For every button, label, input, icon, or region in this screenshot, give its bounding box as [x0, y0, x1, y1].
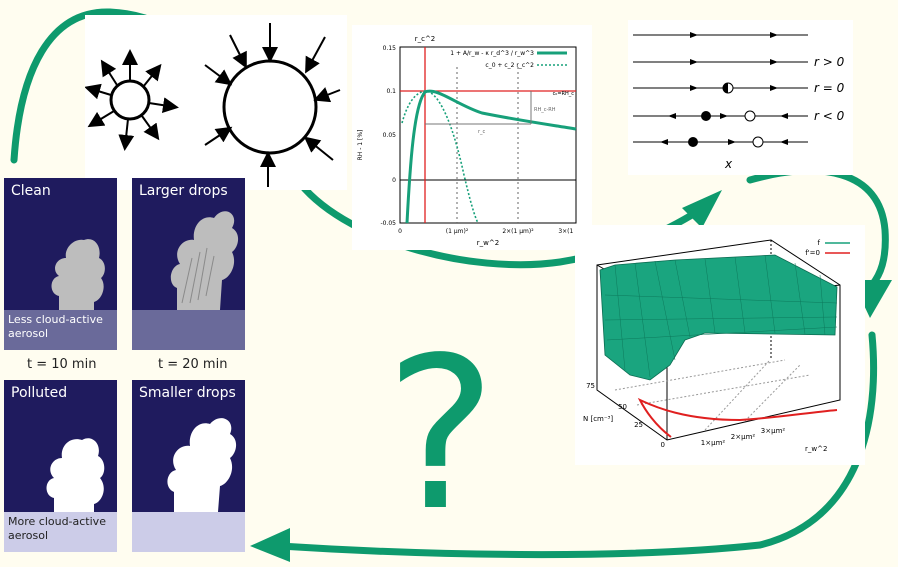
x-tick: 3×μm² — [761, 427, 786, 435]
x-tick: (1 μm)² — [446, 228, 469, 235]
legend-1: 1 + A/r_w - κ r_d^3 / r_w^3 — [450, 50, 534, 57]
cloud-panel-larger: Larger drops — [132, 178, 245, 350]
cloud-label-polluted: Polluted — [11, 385, 68, 401]
kohler-svg: 0.15 0.1 0.05 0 -0.05 0 (1 μm)² 2×(1 μm)… — [357, 35, 590, 247]
label-rc: r_c — [478, 129, 486, 135]
axis-label-x: x — [724, 157, 733, 171]
x-tick: 1×μm² — [701, 439, 726, 447]
stable-point — [688, 137, 698, 147]
y-tick: 0 — [392, 177, 396, 184]
condensation-arrows — [204, 23, 341, 187]
half-point — [722, 82, 734, 94]
cloud-label-clean: Clean — [11, 183, 51, 199]
surface-panel: f f'=0 75 50 25 0 1×μm² 2×μm² 3×μm² N [c… — [575, 225, 865, 465]
cloud-panel-clean: Clean Less cloud-active aerosol — [4, 178, 117, 350]
kohler-curve — [405, 89, 577, 224]
x-tick: 0 — [398, 228, 402, 235]
ground-smaller — [132, 512, 245, 552]
cloud-panel-polluted: Polluted More cloud-active aerosol — [4, 380, 117, 552]
label-r-pos: r > 0 — [814, 55, 845, 69]
y-axis-label: RH - 1 [%] — [357, 130, 364, 161]
n-tick: 0 — [661, 441, 665, 449]
y-tick: 0.1 — [386, 88, 396, 95]
y-tick: 0.05 — [383, 132, 397, 139]
phase-svg: r > 0 r = 0 r < 0 x — [633, 32, 845, 171]
n-tick: 50 — [618, 403, 627, 411]
surface-svg: f f'=0 75 50 25 0 1×μm² 2×μm² 3×μm² N [c… — [583, 239, 850, 453]
droplets-svg — [84, 23, 341, 187]
kohler-panel: 0.15 0.1 0.05 0 -0.05 0 (1 μm)² 2×(1 μm)… — [352, 25, 592, 250]
label-r-zero: r = 0 — [814, 81, 845, 95]
ground-label-polluted: More cloud-active aerosol — [4, 512, 117, 552]
large-droplet — [222, 59, 318, 155]
label-c0: c₀=RH_c — [553, 91, 575, 97]
cloud-label-larger: Larger drops — [139, 183, 228, 199]
x-tick: 2×μm² — [731, 433, 756, 441]
question-mark: ? — [385, 312, 497, 557]
rain-cloud-icon — [170, 211, 239, 310]
cloud-panel-smaller: Smaller drops — [132, 380, 245, 552]
evaporation-arrows — [84, 49, 179, 151]
droplet-panel — [84, 15, 347, 190]
stable-point — [701, 111, 711, 121]
legend-f: f — [818, 239, 821, 247]
zero-curve — [637, 397, 838, 438]
ground-larger — [132, 310, 245, 350]
x-axis-label: r_w^2 — [477, 239, 499, 247]
arrowhead-kohler — [682, 190, 722, 228]
polluted-cloud-icon — [46, 438, 105, 512]
label-r-neg: r < 0 — [814, 109, 845, 123]
legend-2: c_0 + c_2 r_c^2 — [485, 62, 534, 69]
n-tick: 25 — [634, 421, 643, 429]
phase-panel: r > 0 r = 0 r < 0 x — [628, 20, 853, 175]
time-label-10: t = 10 min — [27, 357, 97, 372]
legend-zero: f'=0 — [805, 249, 820, 257]
n-axis-label: N [cm⁻³] — [583, 415, 613, 423]
n-tick: 75 — [586, 382, 595, 390]
unstable-point — [752, 136, 764, 148]
x-tick: 2×(1 μm)² — [502, 228, 534, 235]
ground-label-clean: Less cloud-active aerosol — [4, 310, 117, 350]
x-axis-label: r_w^2 — [805, 445, 827, 453]
clean-cloud-icon — [51, 239, 105, 310]
white-cloud-icon — [167, 418, 237, 512]
top-label: r_c^2 — [415, 35, 436, 43]
label-diff: RH_c-RH — [534, 107, 556, 113]
parabola-curve — [401, 90, 479, 224]
y-tick: -0.05 — [380, 220, 396, 227]
time-label-20: t = 20 min — [158, 357, 228, 372]
arrowhead-clouds — [250, 528, 290, 562]
cloud-label-smaller: Smaller drops — [139, 385, 236, 401]
unstable-point — [744, 110, 756, 122]
x-tick: 3×(1 μm)² — [558, 228, 590, 235]
arrow-surface-to-clouds — [276, 331, 878, 559]
y-tick: 0.15 — [383, 45, 397, 52]
